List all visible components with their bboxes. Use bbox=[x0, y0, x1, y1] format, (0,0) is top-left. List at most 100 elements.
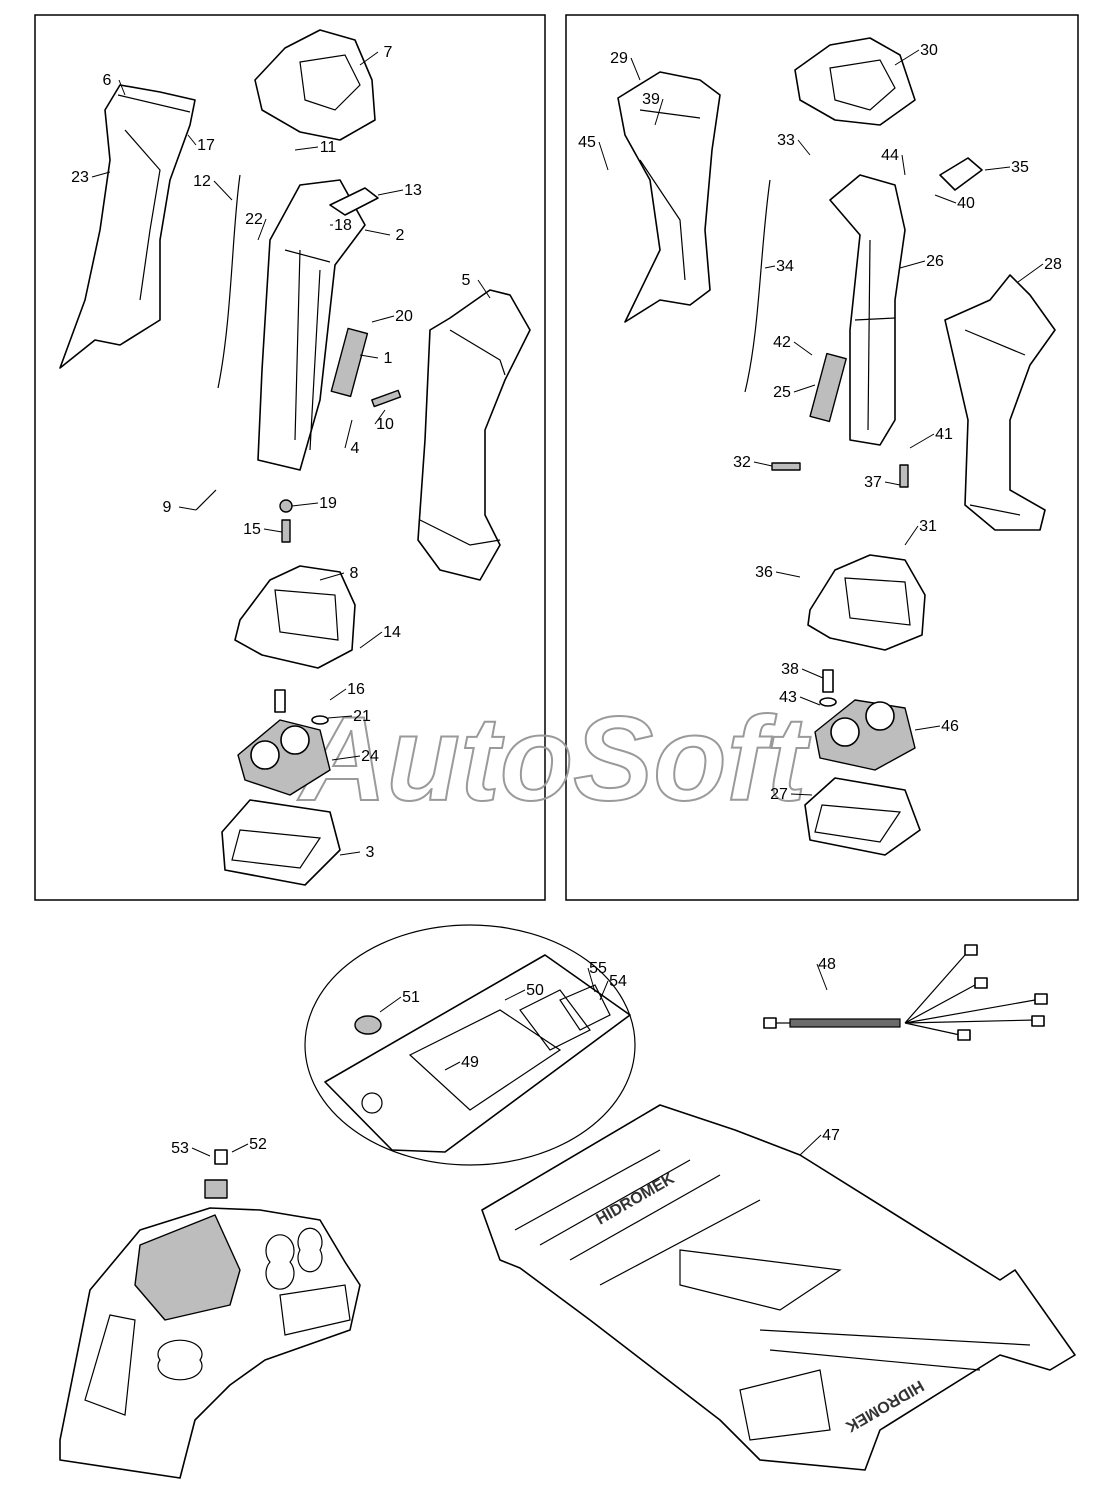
nut-19 bbox=[279, 499, 293, 513]
leader-line-51 bbox=[379, 996, 402, 1013]
pin-9 bbox=[195, 489, 217, 511]
callout-22: 22 bbox=[245, 211, 263, 228]
lever-13 bbox=[329, 187, 379, 216]
callout-34: 34 bbox=[776, 258, 794, 275]
callout-49: 49 bbox=[461, 1054, 479, 1071]
callout-48: 48 bbox=[818, 956, 836, 973]
callout-14: 14 bbox=[383, 624, 401, 641]
leader-line-40 bbox=[934, 194, 957, 204]
bolt-37 bbox=[899, 464, 909, 488]
callout-35: 35 bbox=[1011, 159, 1029, 176]
callout-4: 4 bbox=[351, 440, 360, 457]
lever-35 bbox=[939, 157, 983, 191]
watermark: AutoSoft bbox=[297, 692, 812, 826]
callout-43: 43 bbox=[779, 689, 797, 706]
leader-line-16 bbox=[329, 688, 347, 701]
callout-26: 26 bbox=[926, 253, 944, 270]
left-assembly bbox=[59, 29, 531, 886]
leader-line-27 bbox=[790, 793, 813, 796]
bracket-column-2 bbox=[257, 179, 366, 471]
leader-line-33 bbox=[797, 139, 811, 156]
grommet-51 bbox=[354, 1015, 382, 1035]
detail-ellipse bbox=[304, 924, 636, 1166]
callout-36: 36 bbox=[755, 564, 773, 581]
callout-33: 33 bbox=[777, 132, 795, 149]
callout-21: 21 bbox=[353, 708, 371, 725]
leader-line-32 bbox=[753, 461, 773, 467]
leader-line-48 bbox=[816, 963, 828, 991]
switch-block-53 bbox=[204, 1179, 228, 1199]
leader-line-13 bbox=[377, 189, 404, 196]
leader-line-19 bbox=[291, 502, 319, 507]
leader-line-49 bbox=[444, 1061, 461, 1071]
leader-line-21 bbox=[327, 715, 353, 719]
callout-47: 47 bbox=[822, 1127, 840, 1144]
leader-line-55 bbox=[587, 967, 596, 993]
side-cover-29 bbox=[617, 71, 721, 323]
callout-25: 25 bbox=[773, 384, 791, 401]
callout-53: 53 bbox=[171, 1140, 189, 1157]
leader-line-43 bbox=[799, 696, 821, 706]
leader-line-50 bbox=[504, 989, 526, 1001]
callout-23: 23 bbox=[71, 169, 89, 186]
outer-cover-5 bbox=[417, 289, 531, 581]
leader-line-41 bbox=[909, 433, 935, 449]
leader-line-15 bbox=[263, 528, 283, 533]
callout-51: 51 bbox=[402, 989, 420, 1006]
leader-line-2 bbox=[364, 229, 391, 236]
callout-52: 52 bbox=[249, 1136, 267, 1153]
callout-28: 28 bbox=[1044, 256, 1062, 273]
cable-12 bbox=[217, 174, 241, 389]
callout-44: 44 bbox=[881, 147, 899, 164]
boot-housing-8 bbox=[234, 565, 356, 669]
leader-line-7 bbox=[359, 51, 379, 66]
leader-line-29 bbox=[630, 57, 641, 81]
washer-43 bbox=[819, 697, 837, 707]
callout-16: 16 bbox=[347, 681, 365, 698]
outer-cover-28 bbox=[944, 274, 1056, 531]
leader-line-4 bbox=[344, 419, 353, 449]
leader-line-53 bbox=[191, 1147, 211, 1157]
leader-line-14 bbox=[359, 631, 383, 649]
leader-line-47 bbox=[799, 1134, 822, 1156]
bracket-column-26 bbox=[829, 174, 906, 446]
callout-39: 39 bbox=[642, 91, 660, 108]
leader-line-39 bbox=[654, 98, 664, 126]
bolt-38 bbox=[822, 669, 834, 693]
leader-line-25 bbox=[793, 384, 816, 393]
base-plate-3 bbox=[221, 799, 341, 886]
leader-line-22 bbox=[257, 218, 267, 241]
leader-line-12 bbox=[213, 180, 233, 201]
callout-19: 19 bbox=[319, 495, 337, 512]
leader-line-24 bbox=[331, 755, 361, 761]
callout-12: 12 bbox=[193, 173, 211, 190]
wire-harness-48 bbox=[763, 944, 1048, 1041]
washer-21 bbox=[311, 715, 329, 725]
leader-line-28 bbox=[1017, 263, 1044, 283]
callout-20: 20 bbox=[395, 308, 413, 325]
callout-55: 55 bbox=[589, 960, 607, 977]
callout-32: 32 bbox=[733, 454, 751, 471]
leader-line-46 bbox=[914, 725, 941, 731]
leader-line-3 bbox=[339, 851, 361, 856]
leader-line-11 bbox=[294, 146, 319, 151]
leader-line-52 bbox=[231, 1143, 249, 1153]
callout-6: 6 bbox=[103, 72, 112, 89]
gas-spring-1 bbox=[330, 327, 369, 398]
callout-7: 7 bbox=[384, 44, 393, 61]
dashboard-console bbox=[59, 1207, 361, 1479]
callout-46: 46 bbox=[941, 718, 959, 735]
top-cap-7 bbox=[254, 29, 376, 141]
leader-line-35 bbox=[984, 166, 1011, 171]
callout-30: 30 bbox=[920, 42, 938, 59]
leader-line-1 bbox=[359, 354, 379, 359]
leader-line-6 bbox=[118, 79, 126, 96]
leader-line-37 bbox=[884, 481, 901, 486]
left-panel-frame bbox=[34, 14, 546, 901]
callout-50: 50 bbox=[526, 982, 544, 999]
callout-24: 24 bbox=[361, 748, 379, 765]
callout-9: 9 bbox=[163, 499, 172, 516]
callout-54: 54 bbox=[609, 973, 627, 990]
callout-10: 10 bbox=[376, 416, 394, 433]
